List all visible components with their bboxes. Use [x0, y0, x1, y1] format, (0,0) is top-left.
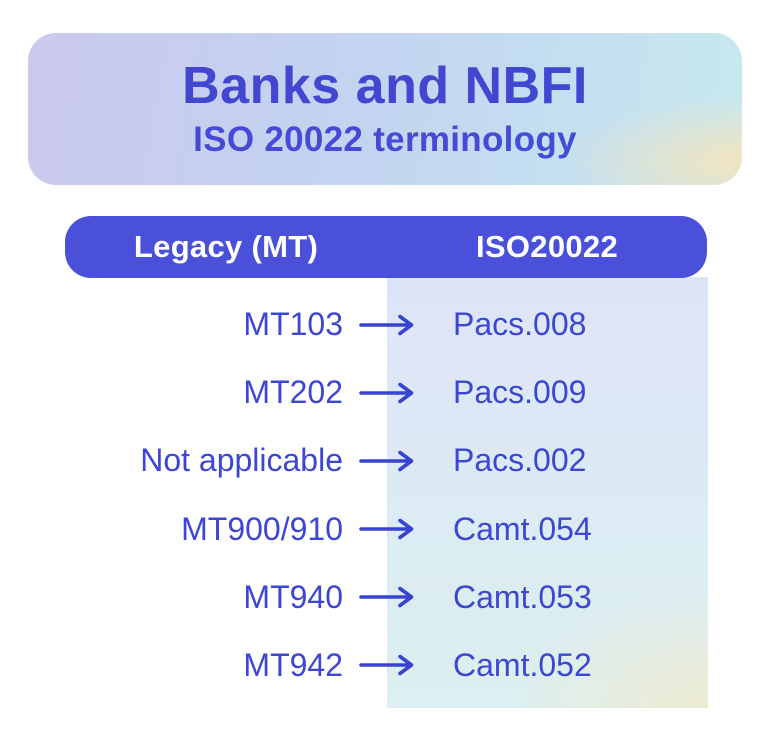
legacy-cell: MT202 [243, 374, 343, 411]
mapping-rows: MT103 Pacs.008 MT202 Pacs.009 Not applic… [65, 278, 708, 708]
legacy-cell: Not applicable [140, 442, 343, 479]
right-arrow-icon [358, 449, 422, 473]
iso-cell: Camt.053 [453, 578, 592, 615]
right-arrow-icon [358, 381, 422, 405]
table-row: MT940 Camt.053 [65, 564, 708, 631]
legacy-cell: MT940 [243, 578, 343, 615]
table-row: MT103 Pacs.008 [65, 291, 708, 358]
table-row: MT900/910 Camt.054 [65, 496, 708, 563]
iso-column-background [387, 277, 708, 708]
iso-cell: Camt.052 [453, 646, 592, 683]
table-row: MT942 Camt.052 [65, 632, 708, 699]
table-header-bar: Legacy (MT) ISO20022 [65, 216, 707, 278]
page-title: Banks and NBFI [182, 57, 588, 116]
right-arrow-icon [358, 653, 422, 677]
column-header-legacy: Legacy (MT) [133, 229, 319, 264]
iso-cell: Pacs.009 [453, 374, 587, 411]
right-arrow-icon [358, 585, 422, 609]
header-card: Banks and NBFI ISO 20022 terminology [28, 33, 742, 185]
iso-cell: Camt.054 [453, 510, 592, 547]
column-header-iso: ISO20022 [475, 229, 618, 264]
right-arrow-icon [358, 313, 422, 337]
table-row: MT202 Pacs.009 [65, 359, 708, 426]
iso-cell: Pacs.002 [453, 442, 587, 479]
right-arrow-icon [358, 517, 422, 541]
iso-cell: Pacs.008 [453, 306, 587, 342]
legacy-cell: MT103 [243, 306, 343, 342]
legacy-cell: MT942 [243, 646, 343, 683]
legacy-cell: MT900/910 [181, 510, 343, 547]
page-subtitle: ISO 20022 terminology [193, 119, 577, 159]
table-row: Not applicable Pacs.002 [65, 427, 708, 494]
